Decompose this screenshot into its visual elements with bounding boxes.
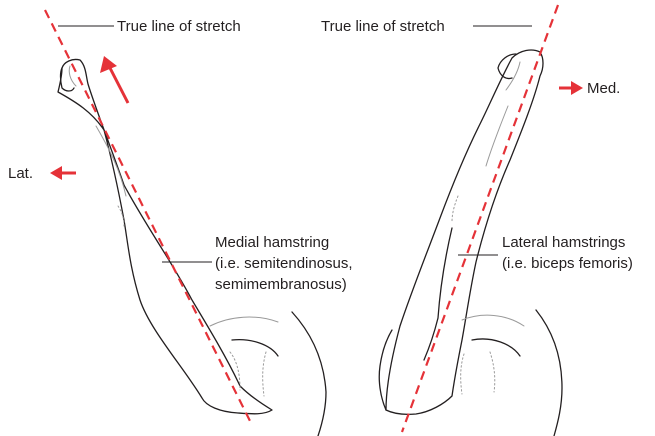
left-stretch-arrow — [100, 56, 128, 103]
medial-hamstring-label-2: (i.e. semitendinosus, — [215, 255, 353, 272]
left-torso-outline — [292, 312, 326, 436]
left-thigh-line — [210, 317, 278, 326]
left-true-line-label: True line of stretch — [117, 18, 241, 35]
medial-hamstring-label-1: Medial hamstring — [215, 234, 329, 251]
right-thigh-line — [462, 315, 524, 326]
left-buttock-line — [232, 340, 278, 356]
med-label: Med. — [587, 80, 620, 97]
left-hamstring-dots-3 — [263, 352, 266, 396]
right-hamstring-dots-2 — [461, 354, 464, 394]
lat-arrowhead — [50, 166, 62, 180]
lat-label: Lat. — [8, 165, 33, 182]
left-stretch-arrowhead — [100, 56, 117, 73]
med-arrowhead — [571, 81, 583, 95]
right-true-line-of-stretch — [402, 5, 558, 432]
lateral-hamstrings-label-1: Lateral hamstrings — [502, 234, 625, 251]
right-hamstring-dots-1 — [452, 196, 458, 222]
left-foot-toes — [61, 68, 75, 91]
right-shin-contour — [486, 106, 508, 166]
right-torso-outline — [536, 310, 562, 436]
lateral-hamstrings-label-2: (i.e. biceps femoris) — [502, 255, 633, 272]
medial-hamstring-label-3: semimembranosus) — [215, 276, 347, 293]
med-arrow — [559, 81, 583, 95]
right-buttock-line — [472, 339, 520, 356]
lat-arrow — [50, 166, 76, 180]
left-true-line-of-stretch — [45, 10, 252, 425]
right-true-line-label: True line of stretch — [321, 18, 445, 35]
right-leg-outline — [386, 50, 543, 414]
right-hamstring-dots-3 — [490, 352, 495, 392]
